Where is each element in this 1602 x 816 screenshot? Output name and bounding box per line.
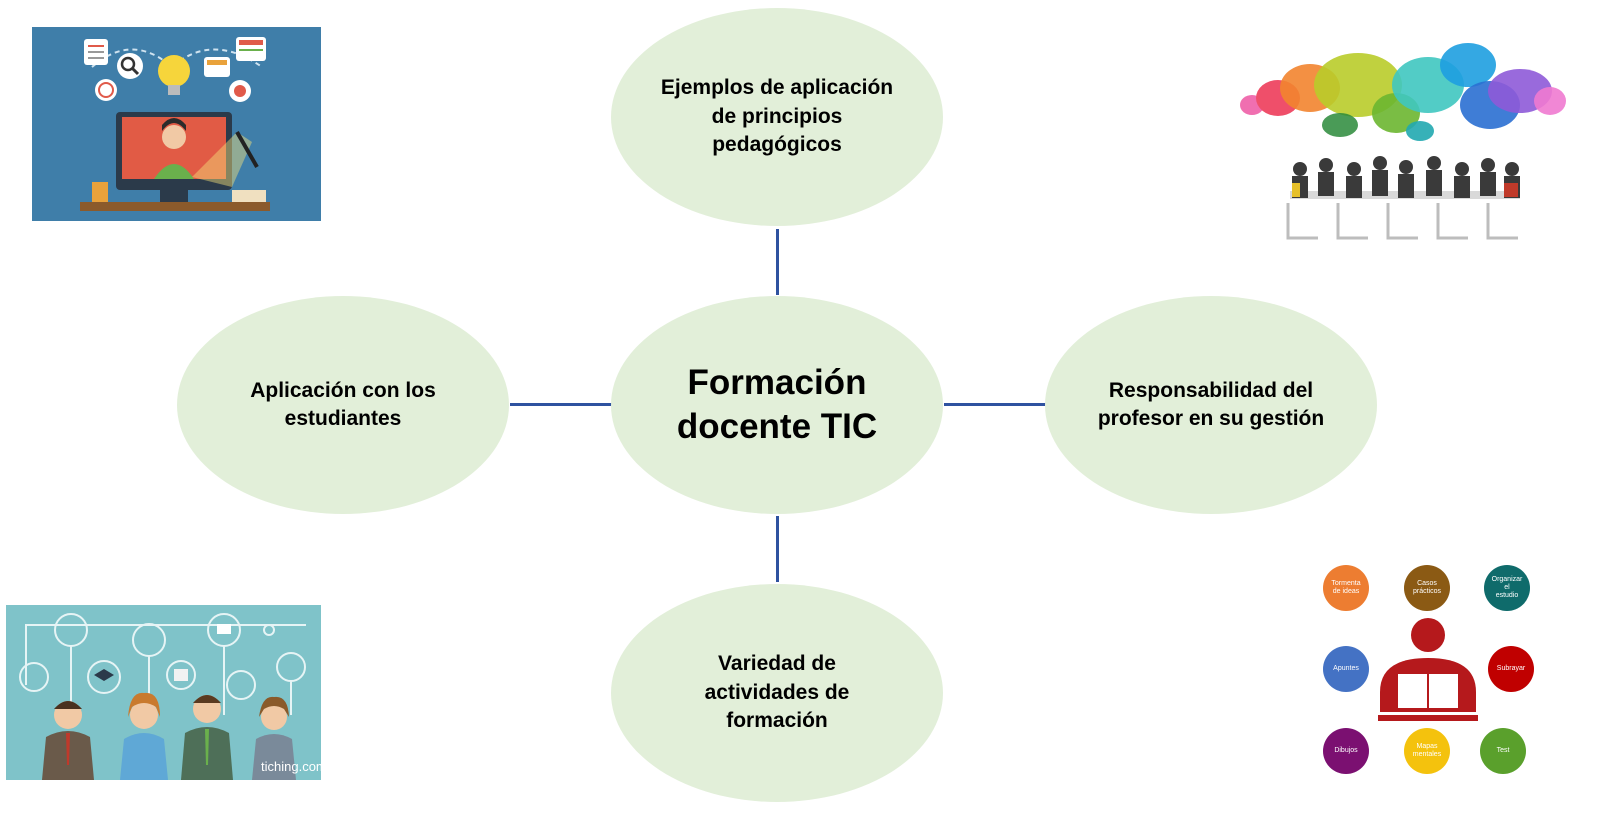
connector-top — [776, 229, 779, 295]
bubble-tormenta-ideas: Tormenta de ideas — [1323, 565, 1369, 611]
connector-left — [510, 403, 612, 406]
connector-bottom — [776, 516, 779, 582]
node-bottom-label: Variedad de actividades de formación — [704, 652, 850, 733]
bubble-organizar-estudio: Organizar el estudio — [1484, 565, 1530, 611]
node-bottom-variedad: Variedad de actividades de formación — [611, 584, 943, 802]
bubble-dibujos: Dibujos — [1323, 728, 1369, 774]
bubble-casos-practicos: Casos prácticos — [1404, 565, 1450, 611]
node-right-responsabilidad: Responsabilidad del profesor en su gesti… — [1045, 296, 1377, 514]
bubble-subrayar: Subrayar — [1488, 646, 1534, 692]
bubble-test: Test — [1480, 728, 1526, 774]
node-top-label: Ejemplos de aplicación de principios ped… — [660, 76, 894, 157]
node-left-aplicacion: Aplicación con los estudiantes — [177, 296, 509, 514]
bubble-mapas-mentales: Mapas mentales — [1404, 728, 1450, 774]
node-center-formacion: Formación docente TIC — [611, 296, 943, 514]
node-right-label: Responsabilidad del profesor en su gesti… — [1097, 378, 1325, 430]
teachers-network-illustration: tiching.com — [6, 605, 321, 780]
meeting-speech-bubbles-illustration — [1230, 43, 1570, 253]
tiching-watermark: tiching.com — [261, 759, 321, 774]
bubble-apuntes: Apuntes — [1323, 646, 1369, 692]
node-center-label: Formación docente TIC — [676, 363, 878, 446]
node-left-label: Aplicación con los estudiantes — [250, 378, 436, 430]
node-top-examples: Ejemplos de aplicación de principios ped… — [611, 8, 943, 226]
online-teaching-illustration — [32, 27, 321, 221]
study-methods-illustration: Tormenta de ideas Casos prácticos Organi… — [1318, 562, 1538, 782]
connector-right — [944, 403, 1046, 406]
